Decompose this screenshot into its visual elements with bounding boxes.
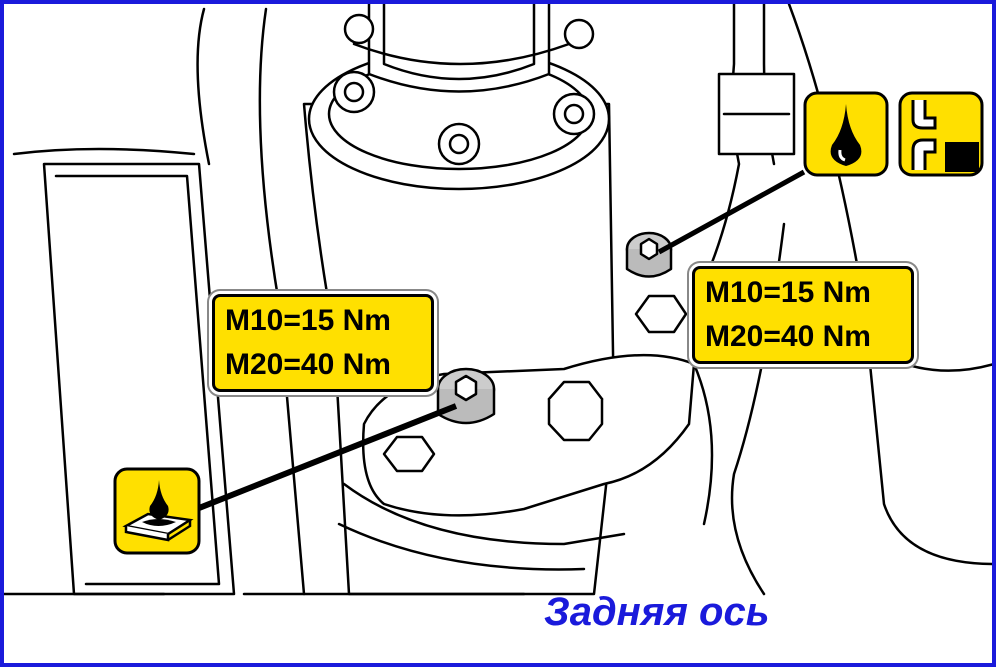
torque-value-m10: M10=15 Nm — [705, 276, 871, 309]
torque-value-m10: M10=15 Nm — [225, 304, 391, 337]
torque-value-m20: M20=40 Nm — [225, 348, 391, 381]
torque-label-fill-plug: M10=15 Nm M20=40 Nm — [692, 266, 914, 364]
torque-value-m20: M20=40 Nm — [705, 320, 871, 353]
leader-line-sealant — [182, 403, 458, 517]
flange-bolts — [332, 13, 596, 166]
axle-drawing — [4, 4, 992, 596]
oil-drop-icon — [803, 91, 889, 177]
torque-label-drain-plug: M10=15 Nm M20=40 Nm — [212, 294, 434, 392]
sealant-icon — [113, 467, 201, 555]
fill-level-icon — [898, 91, 984, 177]
fill-plug — [625, 231, 673, 278]
diagram-caption: Задняя ось — [544, 590, 770, 634]
flange-hex-bolts — [382, 294, 688, 473]
drain-plug — [436, 367, 496, 425]
drive-shaft — [367, 4, 551, 93]
frame-rail-inner — [54, 174, 221, 586]
leader-line-oil — [657, 169, 806, 255]
